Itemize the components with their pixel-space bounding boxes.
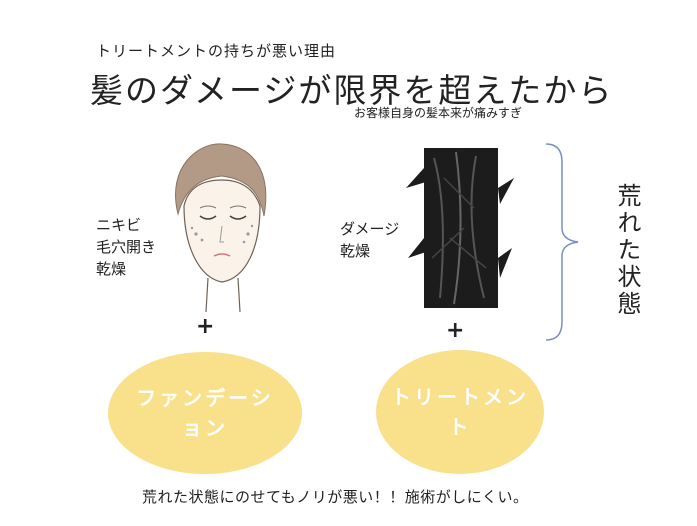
plus-sign-left: + [196,314,215,339]
foundation-label: ファンデーション [136,386,274,440]
foundation-oval: ファンデーション [108,352,302,474]
brace-icon [545,143,579,341]
treatment-oval: トリートメント [376,350,544,474]
face-label-pores: 毛穴開き [96,238,157,256]
subtitle: トリートメントの持ちが悪い理由 [96,42,337,60]
face-labels: ニキビ 毛穴開き 乾燥 [96,214,156,280]
footer-text: 荒れた状態にのせてもノリが悪い！！施術がしにくい。 [142,488,529,506]
face-label-acne: ニキビ [96,216,142,234]
face-illustration [175,143,267,313]
page-title: 髪のダメージが限界を超えたから [90,71,614,110]
hair-label-damage: ダメージ [340,220,400,238]
treatment-label: トリートメント [391,385,529,439]
damaged-hair-illustration [406,148,514,308]
hair-label-dryness: 乾燥 [340,242,371,260]
note-text: お客様自身の髪本来が痛みすぎ [354,106,523,120]
hair-labels: ダメージ 乾燥 [340,218,399,262]
rough-state-label: 荒れた状態 [613,183,641,318]
plus-sign-right: + [446,318,465,343]
face-label-dryness: 乾燥 [96,260,127,278]
